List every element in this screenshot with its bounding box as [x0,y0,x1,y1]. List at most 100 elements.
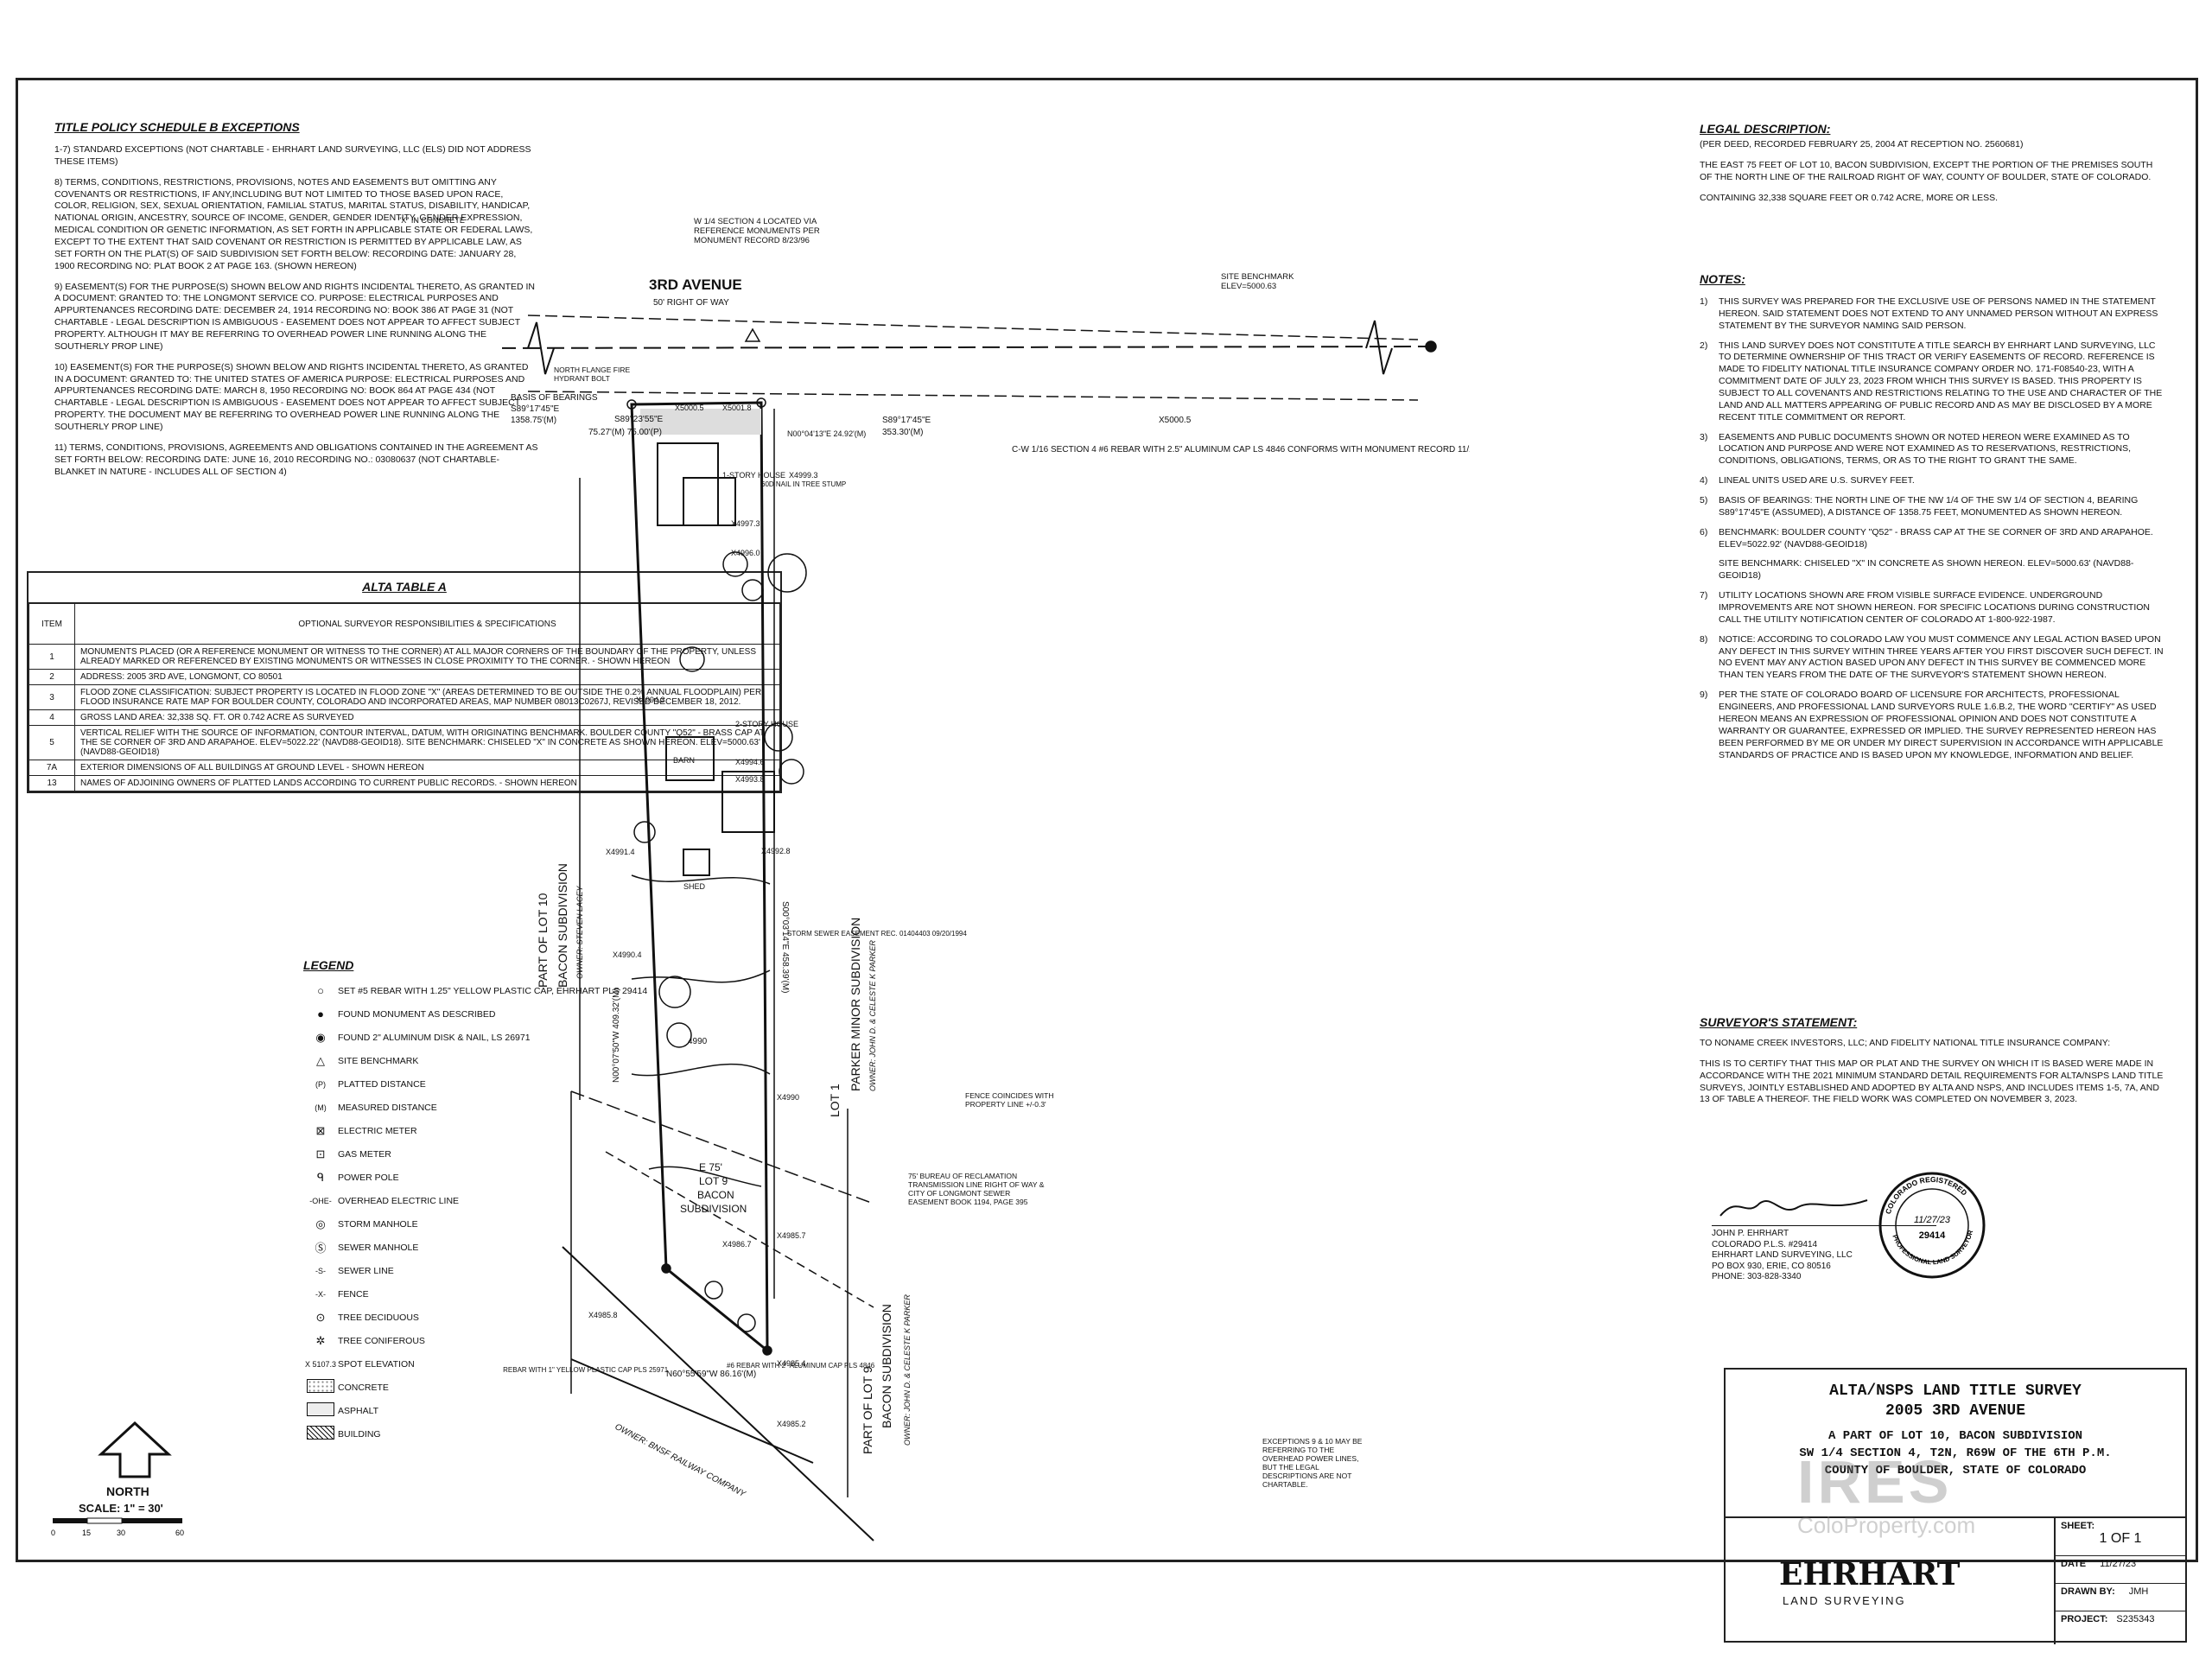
company-logo: EHRHART LAND SURVEYING [1726,1518,2056,1644]
legend: LEGEND ○SET #5 REBAR WITH 1.25" YELLOW P… [303,958,666,1446]
legend-item: -S-SEWER LINE [303,1259,666,1282]
legend-item: BUILDING [303,1422,666,1446]
found-monument-icon [762,1345,772,1356]
row-item: 4 [29,709,75,726]
south-line-dims: N60°55'59"W 86.16'(M) [666,1370,756,1379]
spot-elev: X4994.6 [735,758,765,766]
legend-item: -OHE-OVERHEAD ELECTRIC LINE [303,1189,666,1212]
schedule-b-item: 10) EASEMENT(S) FOR THE PURPOSE(S) SHOWN… [54,361,529,433]
west-line-dims: N00°07'50"W 409.32'(M) [612,988,621,1083]
house-outline [657,442,719,526]
monument-icon [1425,340,1437,353]
row-item: 1 [29,644,75,670]
note-number: 7) [1700,590,1708,601]
spot-elev: X4997.3 [731,519,760,528]
legend-item: △SITE BENCHMARK [303,1049,666,1072]
row-desc: VERTICAL RELIEF WITH THE SOURCE OF INFOR… [74,725,780,760]
legend-symbol-icon: x 5107.3 [304,1359,337,1369]
legend-label: CONCRETE [338,1382,389,1393]
building-swatch [303,1426,338,1442]
survey-sheet: TITLE POLICY SCHEDULE B EXCEPTIONS 1-7) … [16,78,2198,1644]
company-sub: LAND SURVEYING [1783,1594,1906,1607]
seal-number: 29414 [1919,1230,1946,1241]
concrete-swatch [303,1379,338,1395]
spot-elev: X5000.5 [1159,416,1192,425]
legend-symbol-icon: ⊠ [315,1123,326,1137]
scale-tick-15: 15 [82,1529,91,1537]
east-segment-distance: 353.30'(M) [882,428,924,437]
legend-item: -x-FENCE [303,1282,666,1306]
note-item: 1)THIS SURVEY WAS PREPARED FOR THE EXCLU… [1700,296,2166,333]
legend-symbol-icon: ✲ [315,1333,326,1347]
legend-label: STORM MANHOLE [338,1218,418,1230]
scale-bar: 0 15 30 60 [51,1517,184,1537]
sheet-value: 1 OF 1 [2099,1531,2142,1546]
driveway-concrete [640,409,761,435]
drawn-label: DRAWN BY: [2061,1586,2115,1597]
parker-label: PARKER MINOR SUBDIVISION [849,918,862,1091]
note-text: BENCHMARK: BOULDER COUNTY "Q52" - BRASS … [1719,526,2153,550]
alta-table: ITEM OPTIONAL SURVEYOR RESPONSIBILITIES … [29,603,780,791]
professional-seal-icon: COLORADO REGISTERED PROFESSIONAL LAND SU… [1878,1172,1986,1279]
north-arrow-block: NORTH SCALE: 1" = 30' 0 15 30 60 [44,1420,208,1545]
spot-elev: X4992.8 [761,847,791,855]
legend-symbol-icon: ◎ [315,1217,326,1230]
legal-area: CONTAINING 32,338 SQUARE FEET OR 0.742 A… [1700,192,1999,203]
legal-description: LEGAL DESCRIPTION: (PER DEED, RECORDED F… [1700,122,2166,213]
schedule-b-item: 8) TERMS, CONDITIONS, RESTRICTIONS, PROV… [54,176,533,271]
project-value: S235343 [2116,1614,2155,1624]
schedule-b-item: 1-7) STANDARD EXCEPTIONS (NOT CHARTABLE … [54,144,531,167]
row-desc: NAMES OF ADJOINING OWNERS OF PLATTED LAN… [74,775,780,791]
notes-title: NOTES: [1700,272,1745,286]
contour-label: 4990 [688,1037,708,1046]
survey-lot: A PART OF LOT 10, BACON SUBDIVISION [1827,1428,2083,1443]
spot-elev: X4990 [777,1093,799,1102]
note-number: 1) [1700,296,1708,307]
title-block: ALTA/NSPS LAND TITLE SURVEY 2005 3RD AVE… [1724,1368,2187,1644]
legend-label: FOUND 2" ALUMINUM DISK & NAIL, LS 26971 [338,1032,531,1043]
benchmark-icon [744,327,761,342]
spot-elev: X4985.7 [777,1231,806,1240]
row-item: 2 [29,669,75,685]
spot-elev: X4993.8 [735,775,765,784]
legend-label: FOUND MONUMENT AS DESCRIBED [338,1008,496,1020]
tree-icon [704,1281,723,1300]
legal-body: THE EAST 75 FEET OF LOT 10, BACON SUBDIV… [1700,159,2153,182]
hydrant-note: NORTH FLANGE FIRE HYDRANT BOLT [554,365,631,383]
legend-symbol-icon: ⊙ [315,1310,326,1324]
legend-label: SEWER LINE [338,1265,394,1276]
legend-item: (P)PLATTED DISTANCE [303,1072,666,1096]
legal-per-deed: (PER DEED, RECORDED FEBRUARY 25, 2004 AT… [1700,139,2024,149]
spot-elev: X5000.5 [675,404,704,412]
house-label: 1-STORY HOUSE [722,471,785,480]
spot-elev: X4991.4 [606,848,635,856]
legend-item: ○SET #5 REBAR WITH 1.25" YELLOW PLASTIC … [303,979,666,1002]
asphalt-swatch [303,1402,338,1419]
east-line-dims: S00°03'14"E 458.39'(M) [780,901,790,993]
survey-title: ALTA/NSPS LAND TITLE SURVEY [1829,1382,2082,1400]
note-text: SITE BENCHMARK: CHISELED "X" IN CONCRETE… [1719,558,2134,582]
schedule-b-item: 11) TERMS, CONDITIONS, PROVISIONS, AGREE… [54,442,538,477]
section-line [502,346,1436,349]
e75-lot9-label: LOT 9 [699,1175,728,1187]
legend-label: OVERHEAD ELECTRIC LINE [338,1195,460,1206]
cw-sixteenth-note: C-W 1/16 SECTION 4 #6 REBAR WITH 2.5" AL… [1012,445,1470,454]
note-number [1700,558,1719,582]
spot-elev: X4985.8 [588,1311,618,1319]
note-item: 5)BASIS OF BEARINGS: THE NORTH LINE OF T… [1700,495,2166,519]
note-item: 8)NOTICE: ACCORDING TO COLORADO LAW YOU … [1700,634,2166,682]
seal-date: 11/27/23 [1914,1215,1951,1225]
notes-list: 1)THIS SURVEY WAS PREPARED FOR THE EXCLU… [1700,296,2166,761]
x-concrete-note: "X" IN CONCRETE [398,216,465,225]
site-plan: 3RD AVENUE 50' RIGHT OF WAY BASIS OF BEA… [502,276,1470,1541]
tree-icon [741,579,764,601]
legend-item: (M)MEASURED DISTANCE [303,1096,666,1119]
legend-label: ELECTRIC METER [338,1125,417,1136]
seal-top-text: COLORADO REGISTERED [1884,1175,1969,1215]
nail-label: 60D NAIL IN TREE STUMP [761,480,846,488]
legend-label: PLATTED DISTANCE [338,1078,426,1090]
legend-symbol-icon: ◉ [315,1030,326,1044]
survey-address: 2005 3RD AVENUE [1885,1402,2026,1421]
bacon-label: BACON SUBDIVISION [556,863,569,988]
